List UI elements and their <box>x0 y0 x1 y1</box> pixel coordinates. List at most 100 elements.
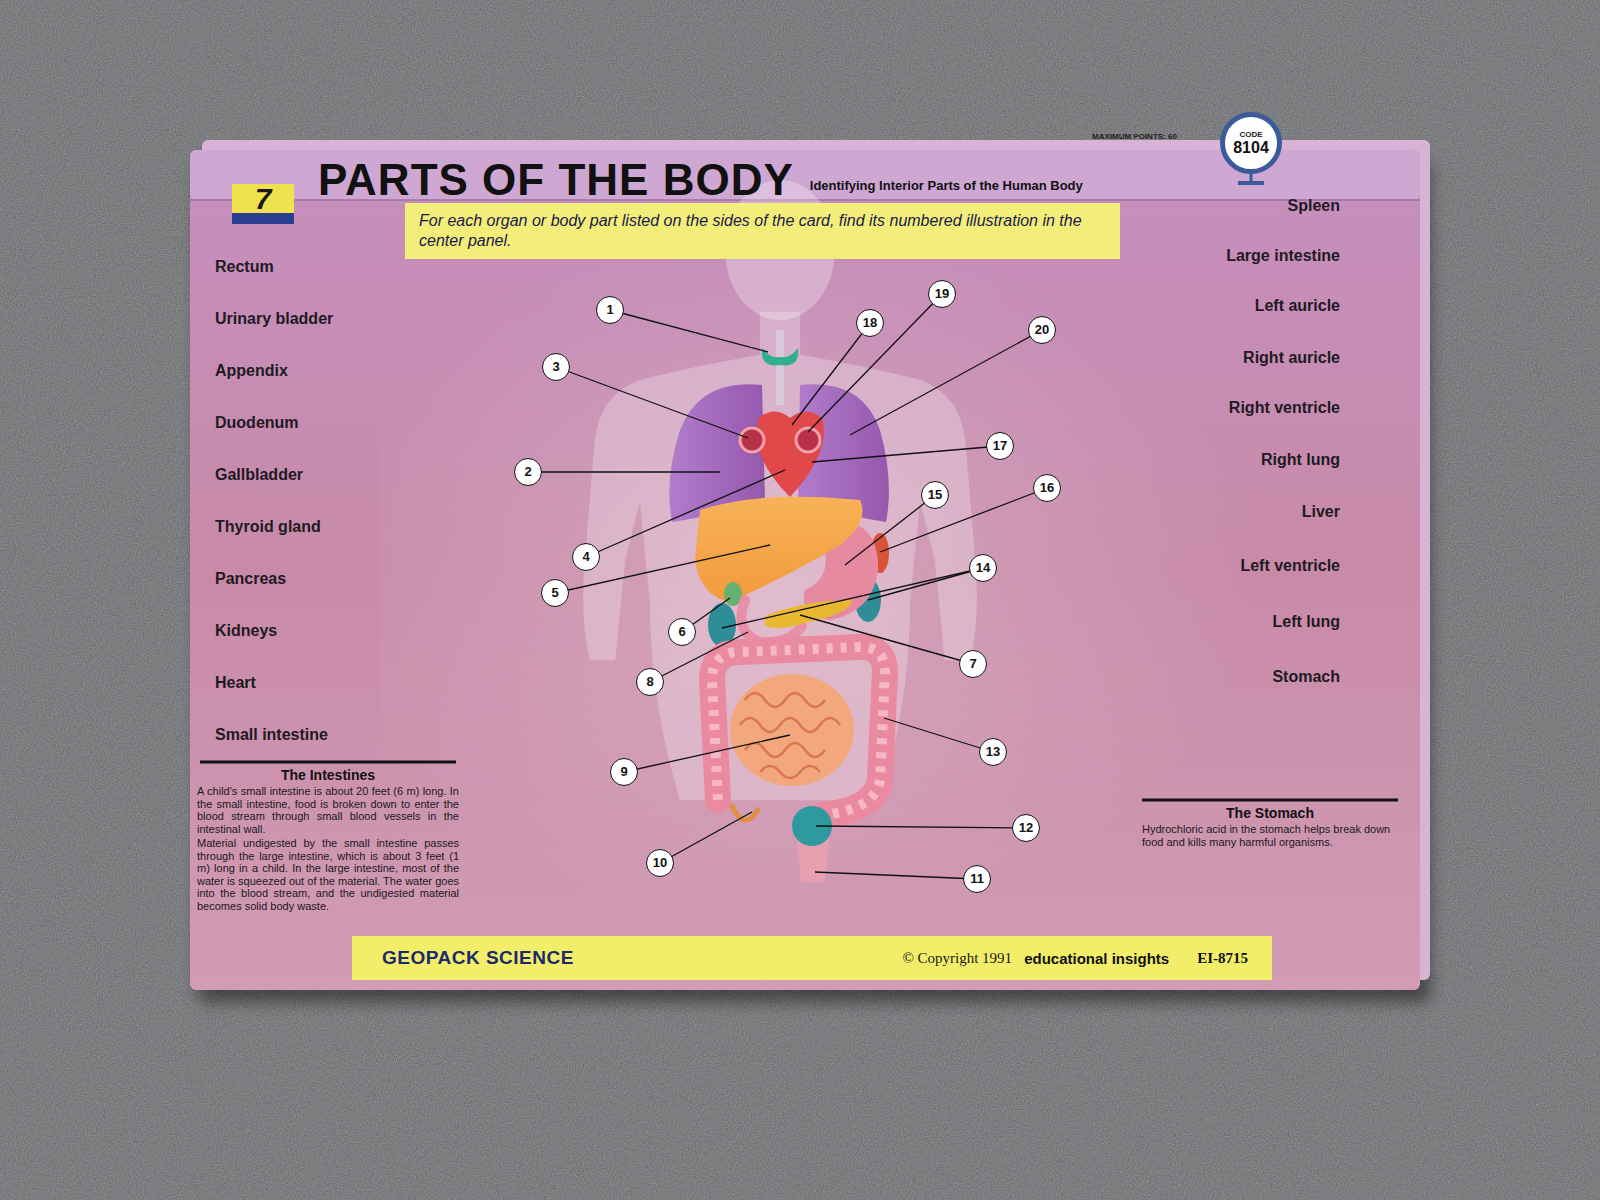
callout-number: 15 <box>928 488 942 502</box>
leader-line <box>812 446 1000 462</box>
callout-number: 4 <box>582 550 589 564</box>
callout-circle: 12 <box>1012 814 1040 842</box>
organ-name: Left ventricle <box>1100 557 1340 575</box>
organ-name: Rectum <box>215 258 274 276</box>
max-points: MAXIMUM POINTS: 60 <box>1092 132 1177 141</box>
code-label: CODE <box>1239 130 1262 139</box>
organ-name: Large intestine <box>1100 247 1340 265</box>
organ-name: Gallbladder <box>215 466 303 484</box>
note-text: A child's small intestine is about 20 fe… <box>197 785 459 835</box>
leader-line <box>868 568 983 600</box>
leader-line <box>850 330 1042 435</box>
callout-number: 5 <box>551 586 558 600</box>
leader-line <box>528 471 720 472</box>
organ-name: Small intestine <box>215 726 328 744</box>
instruction-band: For each organ or body part listed on th… <box>405 203 1120 259</box>
callout-circle: 19 <box>928 280 956 308</box>
product-code: EI-8715 <box>1197 950 1248 967</box>
heart <box>758 412 824 498</box>
callout-number: 1 <box>606 303 613 317</box>
publisher-logo: educational insights <box>1024 950 1169 967</box>
leader-line <box>792 323 870 425</box>
leader-line <box>845 495 935 565</box>
card-title: PARTS OF THE BODY <box>318 158 794 202</box>
callout-circle: 8 <box>636 668 664 696</box>
callout-circle: 7 <box>959 650 987 678</box>
callout-number: 16 <box>1040 481 1054 495</box>
leader-lines <box>528 294 1047 879</box>
leader-line <box>556 367 748 438</box>
callout-number: 6 <box>678 625 685 639</box>
callout-circle: 2 <box>514 458 542 486</box>
callout-circle: 3 <box>542 353 570 381</box>
instruction-text: For each organ or body part listed on th… <box>419 211 1106 251</box>
leader-line <box>815 872 977 879</box>
appendix <box>732 806 758 820</box>
organ-name: Urinary bladder <box>215 310 333 328</box>
callout-number: 11 <box>970 872 984 886</box>
leader-line <box>722 568 983 628</box>
panel-glow <box>380 260 1260 900</box>
right-auricle <box>740 428 764 452</box>
callout-number: 19 <box>935 287 949 301</box>
callout-number: 18 <box>863 316 877 330</box>
leader-line <box>610 310 768 352</box>
intestines-rule <box>200 761 456 764</box>
code-number: 8104 <box>1233 139 1269 157</box>
organ-name: Heart <box>215 674 256 692</box>
callout-number: 10 <box>653 856 667 870</box>
callout-circle: 5 <box>541 579 569 607</box>
organ-name: Kidneys <box>215 622 277 640</box>
large-intestine <box>712 647 885 815</box>
card-shadow <box>198 162 1430 1002</box>
large-intestine-folds <box>712 647 885 815</box>
leader-line <box>624 735 790 772</box>
globe-base <box>1238 181 1264 185</box>
organ-name: Liver <box>1100 503 1340 521</box>
note-heading: The Intestines <box>197 767 459 783</box>
card-number: 7 <box>242 184 284 214</box>
organ-name: Left lung <box>1100 613 1340 631</box>
callout-number: 17 <box>993 439 1007 453</box>
organ-name: Appendix <box>215 362 288 380</box>
callout-circle: 20 <box>1028 316 1056 344</box>
copyright: © Copyright 1991 <box>902 950 1012 967</box>
callout-circle: 10 <box>646 849 674 877</box>
callout-circle: 17 <box>986 432 1014 460</box>
card <box>190 150 1420 990</box>
leader-line <box>884 718 993 752</box>
callout-number: 3 <box>552 360 559 374</box>
callout-circle: 13 <box>979 738 1007 766</box>
trachea <box>776 330 784 405</box>
leader-line <box>586 470 785 557</box>
callout-number: 9 <box>620 765 627 779</box>
body-silhouette <box>583 312 976 800</box>
callout-circle: 14 <box>969 554 997 582</box>
leader-line <box>800 615 973 664</box>
note-text: Hydrochloric acid in the stomach helps b… <box>1142 823 1398 848</box>
organ-name: Pancreas <box>215 570 286 588</box>
leader-line <box>880 488 1047 552</box>
callout-circle: 11 <box>963 865 991 893</box>
callout-circle: 9 <box>610 758 638 786</box>
leader-line <box>808 294 942 432</box>
leader-line <box>650 632 748 682</box>
pancreas <box>765 600 852 628</box>
callout-circle: 1 <box>596 296 624 324</box>
organ-name: Stomach <box>1100 668 1340 686</box>
note-text: Material undigested by the small intesti… <box>197 837 459 912</box>
callout-number: 14 <box>976 561 990 575</box>
liver <box>695 497 863 602</box>
callout-circle: 6 <box>668 618 696 646</box>
callout-circle: 4 <box>572 543 600 571</box>
code-badge: CODE8104 <box>1220 112 1282 174</box>
callout-number: 2 <box>524 465 531 479</box>
series-name: GEOPACK SCIENCE <box>382 947 574 969</box>
organ-name: Right auricle <box>1100 349 1340 367</box>
small-intestine <box>730 674 854 786</box>
callout-number: 8 <box>646 675 653 689</box>
stomach-rule <box>1142 799 1398 802</box>
organ-name: Spleen <box>1100 197 1340 215</box>
